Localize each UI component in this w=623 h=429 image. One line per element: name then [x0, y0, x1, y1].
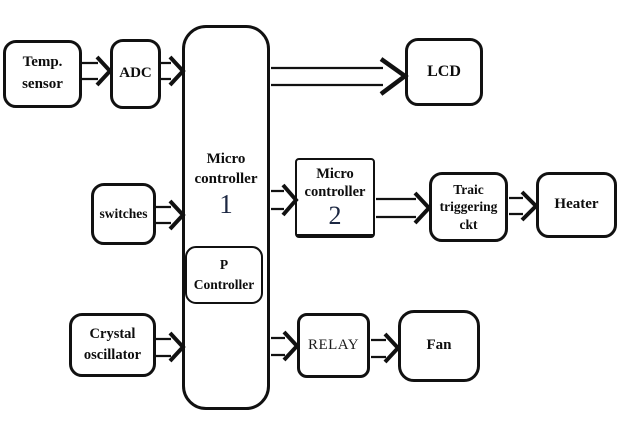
arrow-mc1-to-relay [271, 330, 300, 362]
node-lcd-label: LCD [427, 63, 461, 81]
node-switches: switches [91, 183, 156, 245]
node-fan-label: Fan [426, 337, 452, 354]
node-micro-controller-1: Micro controller 1 [182, 25, 270, 410]
node-traic-line1: Traic [453, 181, 484, 197]
node-p-controller-line1: P [219, 257, 229, 273]
mc1-number: 1 [219, 188, 233, 219]
mc1-label-line1: Micro [206, 151, 246, 167]
mc2-label-line1: Micro [316, 165, 354, 182]
mc2-number: 2 [328, 201, 342, 231]
node-crystal-line1: Crystal [89, 325, 136, 342]
node-micro-controller-2: Micro controller 2 [295, 158, 375, 238]
node-traic-line3: ckt [459, 216, 478, 232]
node-temp-sensor-label-line2: sensor [22, 76, 63, 92]
node-p-controller-line2: Controller [193, 277, 255, 292]
node-traic-triggering-ckt: Traic triggering ckt [429, 172, 508, 242]
node-heater: Heater [536, 172, 617, 238]
node-lcd: LCD [405, 38, 483, 106]
node-relay: RELAY [297, 313, 370, 378]
arrow-mc1-to-lcd [271, 57, 409, 96]
arrow-mc1-to-mc2 [271, 183, 299, 217]
node-crystal-oscillator: Crystal oscillator [69, 313, 156, 377]
node-crystal-line2: oscillator [83, 347, 142, 363]
node-micro-controller-1-label: Micro controller 1 [185, 149, 267, 218]
node-traic-line2: triggering [439, 199, 498, 215]
node-adc: ADC [110, 39, 161, 109]
node-p-controller: P Controller [185, 246, 263, 304]
mc1-label-line2: controller [194, 171, 258, 188]
arrow-temp-sensor-to-adc [82, 55, 113, 87]
arrow-adc-to-mc1 [161, 55, 186, 87]
arrow-traic-to-heater [509, 190, 539, 222]
node-temp-sensor-label-line1: Temp. [22, 54, 63, 71]
node-switches-label: switches [99, 206, 148, 222]
arrow-switches-to-mc1 [156, 199, 186, 231]
node-adc-label: ADC [119, 65, 152, 82]
node-heater-label: Heater [554, 196, 599, 213]
arrow-mc2-to-traic [376, 191, 432, 225]
mc2-label-line2: controller [304, 184, 366, 201]
arrow-crystal-to-mc1 [156, 331, 186, 363]
node-temp-sensor: Temp. sensor [3, 40, 82, 108]
node-relay-label: RELAY [307, 336, 360, 353]
arrow-relay-to-fan [371, 332, 401, 364]
node-fan: Fan [398, 310, 480, 382]
